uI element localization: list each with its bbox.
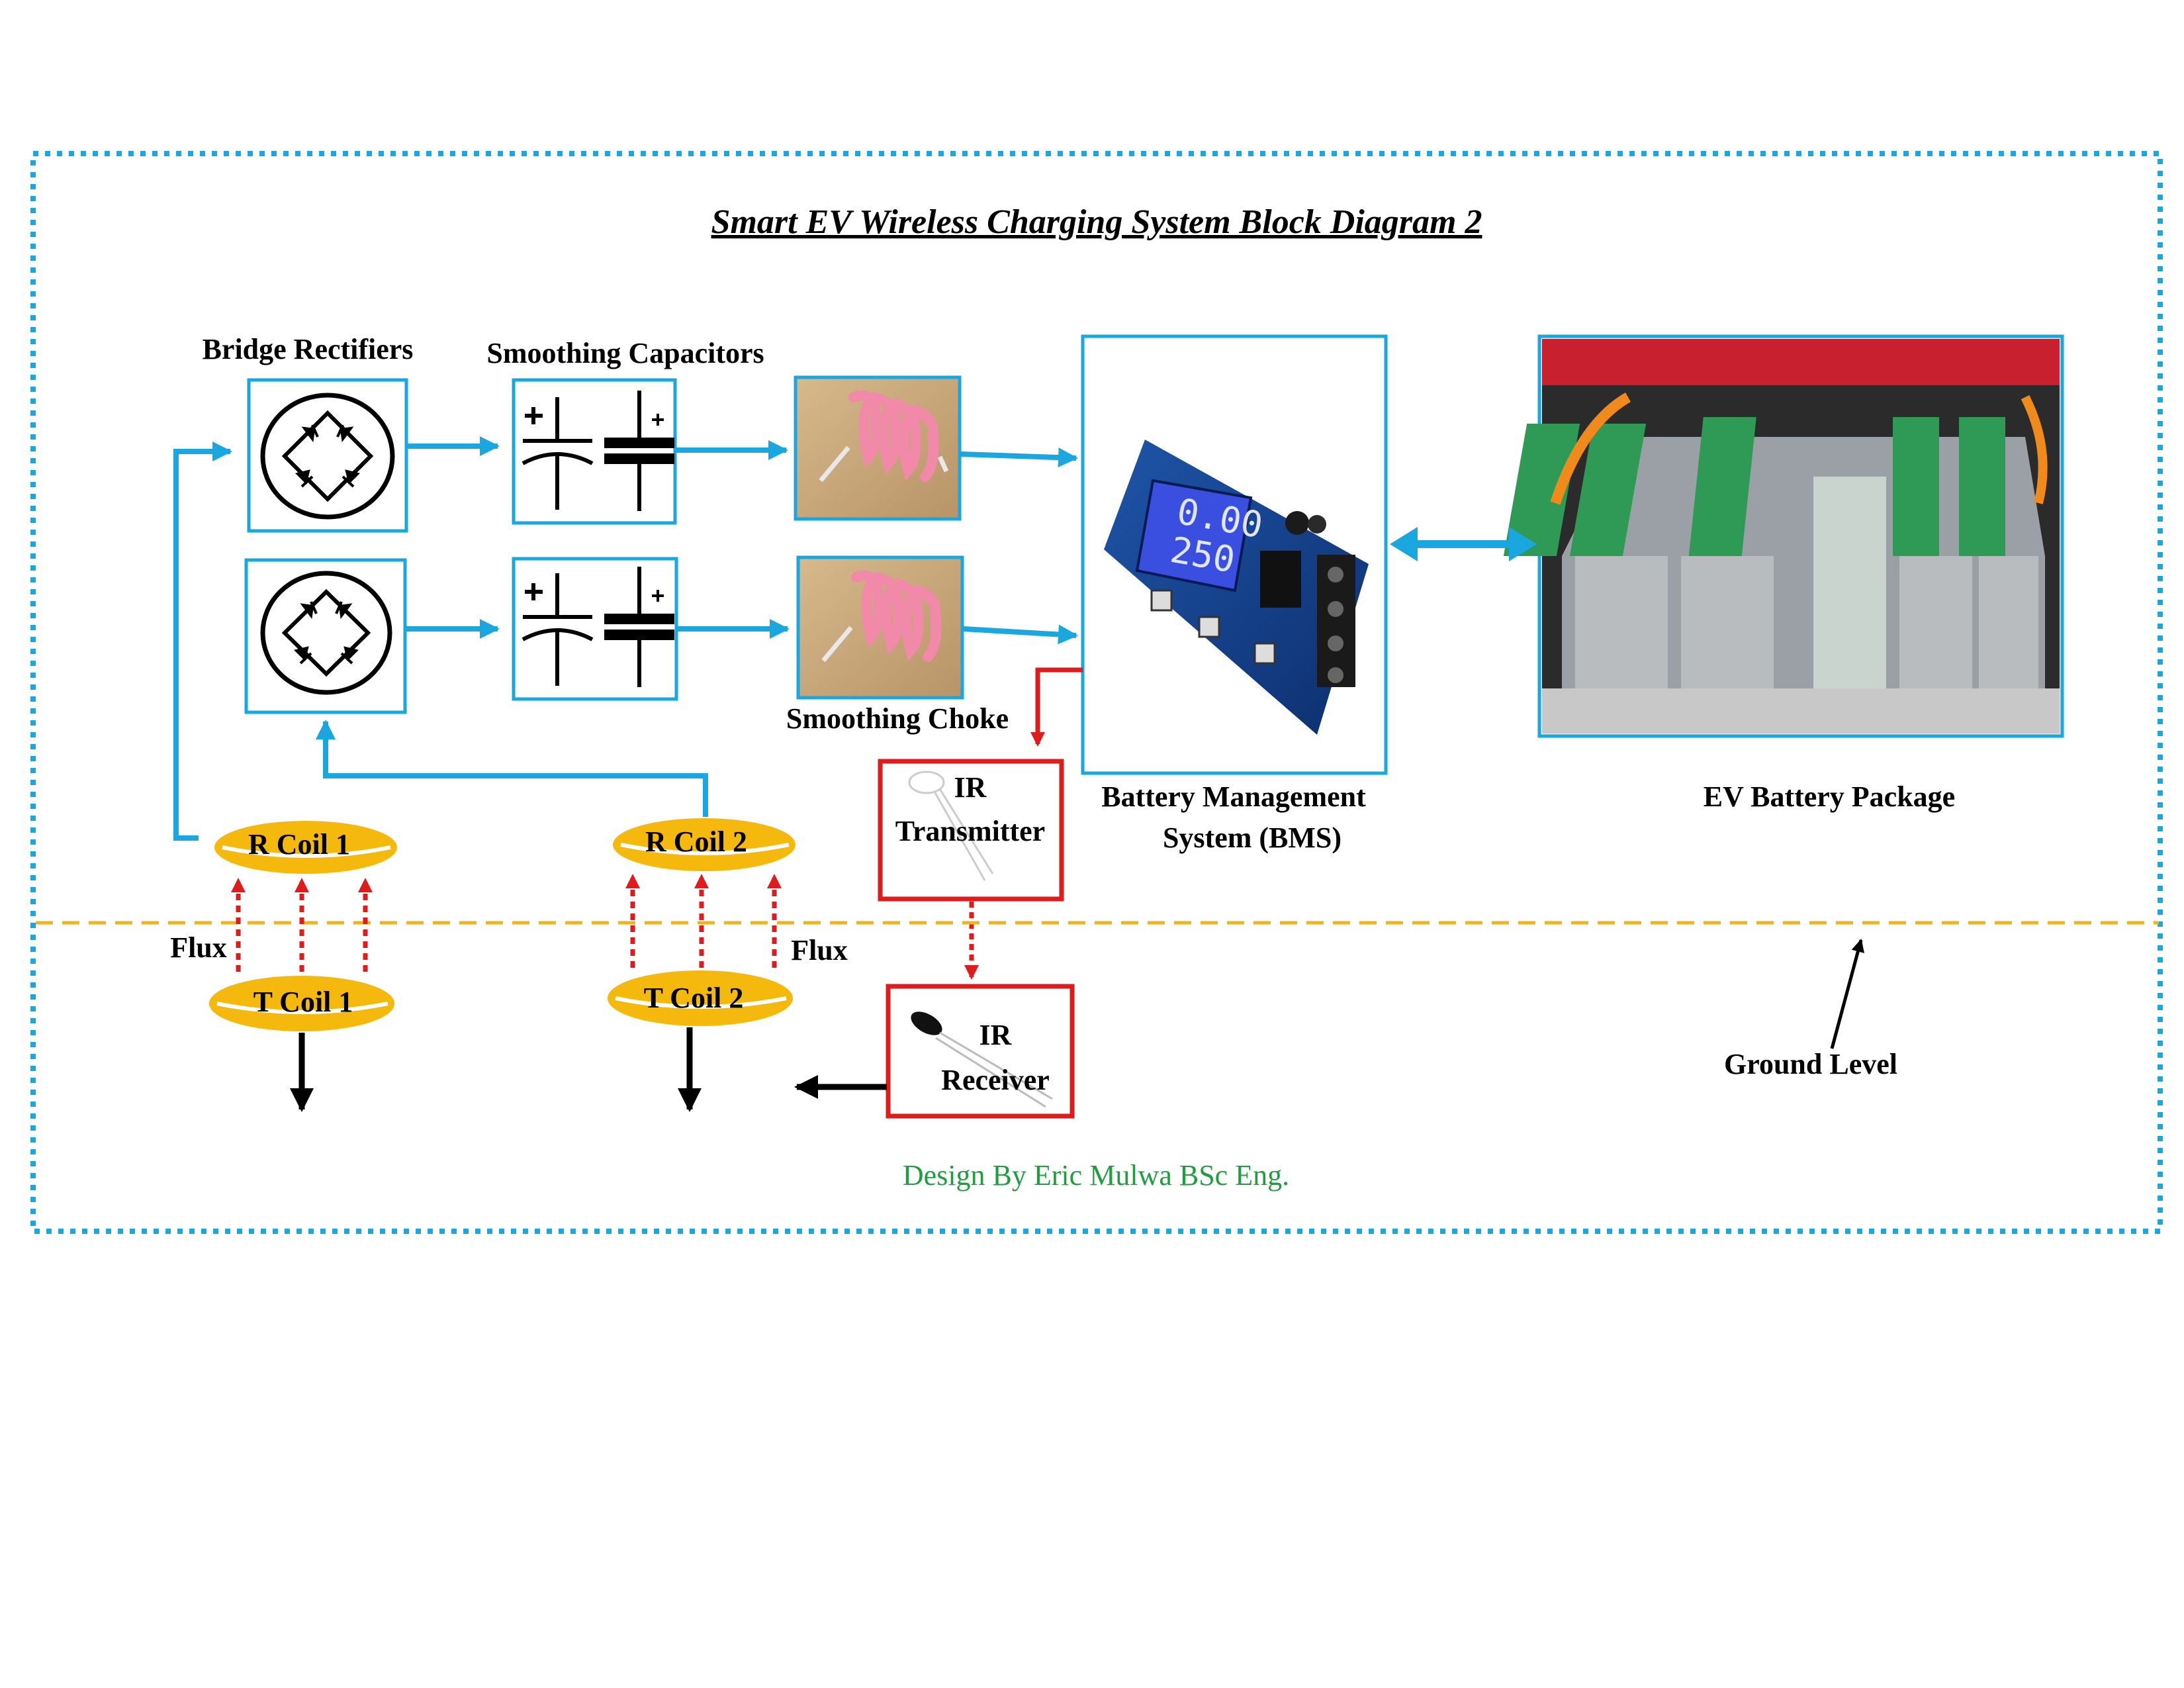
smoothing-capacitor-2 — [512, 557, 678, 701]
smoothing-capacitors-label: Smoothing Capacitors — [486, 337, 764, 369]
ir-transmitter-label-line1: IR — [954, 771, 987, 804]
capacitor-electrolytic-icon — [604, 391, 674, 511]
arrow-bms-to-ir-transmitter — [1030, 667, 1083, 747]
bms-label-line2: System (BMS) — [1163, 821, 1342, 854]
ground-level-pointer-arrow — [1830, 939, 1864, 1049]
ground-level-label: Ground Level — [1724, 1048, 1897, 1080]
smoothing-choke-2 — [796, 555, 964, 700]
ev-battery-package — [1503, 334, 2064, 738]
ir-led-icon — [908, 771, 994, 881]
diode-icon — [295, 424, 360, 488]
smoothing-choke-1 — [794, 375, 962, 521]
ir-receiver-label-line2: Receiver — [941, 1064, 1050, 1096]
design-credit: Design By Eric Mulwa BSc Eng. — [903, 1159, 1289, 1192]
ir-receiver-label-line1: IR — [979, 1019, 1013, 1051]
flux-label-left: Flux — [170, 931, 227, 964]
flux-arrows-1 — [231, 878, 373, 972]
flux-arrows-2 — [625, 874, 782, 968]
flux-label-right: Flux — [791, 934, 848, 966]
bridge-rectifier-1 — [247, 378, 408, 533]
r-coil-1-label: R Coil 1 — [248, 828, 350, 861]
bms-board-image: 0.00 250 — [1104, 440, 1369, 735]
t-coil-1-label: T Coil 1 — [253, 986, 353, 1018]
inductor-coil-icon — [821, 570, 942, 663]
bridge-rectifiers-label: Bridge Rectifiers — [203, 333, 414, 365]
capacitor-polarized-icon — [522, 397, 594, 510]
r-coil-2: R Coil 2 — [613, 818, 796, 871]
arrow-choke1-to-bms — [960, 447, 1078, 468]
battery-pack-image — [1503, 339, 2060, 733]
ir-transmitter: IR Transmitter — [878, 759, 1064, 902]
capacitor-polarized-icon — [522, 573, 594, 686]
bms-module: 0.00 250 — [1081, 334, 1388, 775]
bridge-rectifier-2 — [244, 558, 407, 714]
arrow-rcoil2-to-rect2 — [316, 720, 708, 817]
diode-icon — [294, 601, 359, 665]
r-coil-2-label: R Coil 2 — [645, 825, 747, 858]
outer-dotted-border — [30, 151, 2163, 1234]
ev-battery-label: EV Battery Package — [1704, 780, 1955, 813]
flow-arrows — [173, 436, 1078, 841]
ir-receiver: IR Receiver — [886, 984, 1075, 1119]
bms-battery-bidirectional-arrow — [1390, 527, 1537, 561]
t-coil-1: T Coil 1 — [209, 976, 394, 1031]
arrow-rcoil1-to-rect1 — [173, 442, 232, 841]
arrow-choke2-to-bms — [963, 624, 1078, 645]
inductor-coil-icon — [819, 390, 949, 483]
t-coil-2-label: T Coil 2 — [644, 982, 744, 1014]
capacitor-electrolytic-icon — [604, 567, 674, 687]
diagram-title: Smart EV Wireless Charging System Block … — [711, 203, 1482, 241]
t-coil-2: T Coil 2 — [608, 970, 793, 1026]
smoothing-capacitor-1 — [512, 378, 677, 525]
r-coil-1: R Coil 1 — [214, 821, 397, 874]
ir-transmitter-label-line2: Transmitter — [895, 815, 1045, 847]
ir-sensor-icon — [911, 1011, 1053, 1108]
smoothing-choke-label: Smoothing Choke — [786, 702, 1009, 735]
bms-label-line1: Battery Management — [1101, 780, 1366, 813]
